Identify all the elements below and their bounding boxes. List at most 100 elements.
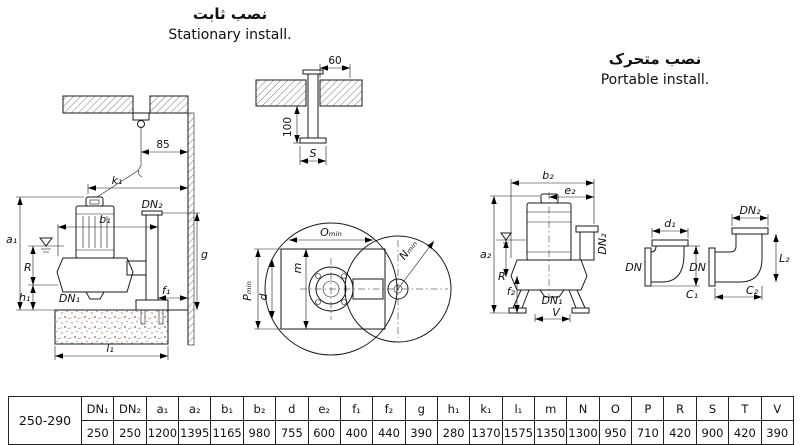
technical-drawing-canvas: 85 k₁ b₁ bbox=[6, 55, 790, 360]
concrete-floor bbox=[54, 309, 169, 345]
dim-label-k1: k₁ bbox=[112, 174, 123, 187]
dim-label-m: m bbox=[291, 263, 304, 274]
dim-label-c1: C₁ bbox=[686, 288, 698, 301]
pit-rectangle bbox=[280, 248, 386, 330]
slab-section-left bbox=[255, 79, 307, 107]
anchor-bracket bbox=[299, 69, 327, 144]
pump-top-view bbox=[300, 240, 448, 338]
col-header-n: N bbox=[566, 396, 600, 421]
elbow-fitting-1: d₁ DN C₁ bbox=[625, 217, 700, 301]
portable-install-diagram: b₂ e₂ DN₂ DN₁ V bbox=[480, 169, 609, 322]
stationary-title-block: نصب ثابت Stationary install. bbox=[150, 5, 310, 43]
value-f2: 440 bbox=[372, 420, 406, 445]
col-header-d: d bbox=[275, 396, 309, 421]
value-a1: 1200 bbox=[145, 420, 180, 445]
dim-label-r1: R bbox=[24, 261, 32, 274]
table-header-row: 250-290 DN₁ DN₂ a₁ a₂ b₁ b₂ d e₂ f₁ f₂ g… bbox=[8, 396, 795, 445]
value-dn1: 250 bbox=[80, 420, 115, 445]
dim-label-60: 60 bbox=[328, 55, 341, 67]
value-o: 950 bbox=[598, 420, 633, 445]
col-header-dn2: DN₂ bbox=[113, 396, 147, 421]
portable-title-block: نصب متحرک Portable install. bbox=[575, 50, 735, 88]
value-k1: 1370 bbox=[469, 420, 503, 445]
dim-label-h1: h₁ bbox=[19, 291, 30, 304]
slab-left bbox=[62, 95, 134, 114]
dim-label-dn2-portable: DN₂ bbox=[596, 233, 609, 255]
col-header-h1: h₁ bbox=[436, 396, 471, 421]
col-header-f1: f₁ bbox=[339, 396, 374, 421]
col-header-o: O bbox=[598, 396, 633, 421]
discharge-pipe-portable bbox=[579, 231, 595, 261]
col-header-p: P bbox=[631, 396, 665, 421]
value-e2: 600 bbox=[307, 420, 341, 445]
value-s: 900 bbox=[695, 420, 730, 445]
value-h1: 280 bbox=[436, 420, 471, 445]
dim-label-r2: R bbox=[498, 270, 506, 283]
pump-suction bbox=[85, 291, 105, 300]
dim-label-a2: a₂ bbox=[480, 248, 492, 261]
pump-suction-portable bbox=[539, 289, 565, 298]
col-header-f2: f₂ bbox=[372, 396, 406, 421]
value-p: 710 bbox=[631, 420, 665, 445]
col-header-k1: k₁ bbox=[469, 396, 503, 421]
slab-section-right bbox=[319, 79, 363, 107]
value-dn2: 250 bbox=[113, 420, 147, 445]
dim-label-f2: f₂ bbox=[507, 285, 516, 298]
table-value-row: 250 250 1200 1395 1165 980 755 600 400 4… bbox=[9, 420, 795, 445]
dim-label-b2: b₂ bbox=[542, 169, 554, 182]
value-b2: 980 bbox=[242, 420, 277, 445]
value-v: 390 bbox=[760, 420, 795, 445]
value-f1: 400 bbox=[339, 420, 374, 445]
pump-portable bbox=[508, 193, 599, 314]
pump-volute bbox=[56, 257, 134, 293]
dim-label-85: 85 bbox=[156, 139, 169, 151]
dim-label-n-min: Nₘᵢₙ bbox=[397, 237, 420, 262]
dim-label-l1: l₁ bbox=[106, 342, 113, 355]
col-header-g: g bbox=[404, 396, 438, 421]
dim-label-d: d bbox=[257, 292, 270, 300]
hoist-hook bbox=[96, 112, 150, 198]
dim-label-d1: d₁ bbox=[664, 217, 675, 230]
stationary-title-farsi: نصب ثابت bbox=[192, 5, 268, 23]
portable-title-english: Portable install. bbox=[600, 72, 710, 88]
value-t: 420 bbox=[728, 420, 762, 445]
col-header-s: S bbox=[695, 396, 730, 421]
pump-handle bbox=[85, 196, 104, 207]
dim-label-dn-elbow2: DN bbox=[689, 261, 706, 274]
col-header-t: T bbox=[728, 396, 762, 421]
col-header-b1: b₁ bbox=[210, 396, 244, 421]
stationary-install-diagram: 85 k₁ b₁ bbox=[6, 95, 208, 360]
value-d: 755 bbox=[275, 420, 309, 445]
dim-label-c2: C₂ bbox=[746, 284, 759, 297]
model-cell: 250-290 bbox=[8, 396, 82, 445]
dim-label-a1: a₁ bbox=[6, 233, 17, 246]
dimension-table: 250-290 DN₁ DN₂ a₁ a₂ b₁ b₂ d e₂ f₁ f₂ g… bbox=[8, 396, 795, 445]
dim-label-e2: e₂ bbox=[564, 184, 576, 197]
dim-label-b1: b₁ bbox=[99, 213, 110, 226]
col-header-e2: e₂ bbox=[307, 396, 341, 421]
value-n: 1300 bbox=[566, 420, 600, 445]
dim-label-p-min: Pₘᵢₙ bbox=[241, 281, 254, 301]
dim-label-o-min: Oₘᵢₙ bbox=[320, 226, 342, 239]
stationary-title-english: Stationary install. bbox=[168, 27, 292, 43]
col-header-a1: a₁ bbox=[145, 396, 180, 421]
value-m: 1350 bbox=[534, 420, 568, 445]
dim-label-dn1-portable: DN₁ bbox=[541, 294, 562, 307]
col-header-v: V bbox=[760, 396, 795, 421]
dim-label-s: S bbox=[310, 147, 317, 160]
value-l1: 1575 bbox=[501, 420, 536, 445]
slab-right bbox=[149, 95, 189, 114]
dim-label-dn1-stationary: DN₁ bbox=[59, 292, 80, 305]
dim-label-f1: f₁ bbox=[162, 284, 170, 297]
col-header-b2: b₂ bbox=[242, 396, 277, 421]
portable-title-farsi: نصب متحرک bbox=[608, 50, 702, 68]
water-level-icon bbox=[28, 237, 64, 253]
dim-label-g: g bbox=[201, 248, 208, 261]
discharge-pipe-assembly bbox=[126, 210, 169, 325]
pump-stationary bbox=[56, 196, 134, 300]
col-header-r: R bbox=[663, 396, 697, 421]
dim-label-l2: L₂ bbox=[779, 252, 790, 265]
dim-label-dn2-stationary: DN₂ bbox=[141, 198, 163, 211]
value-b1: 1165 bbox=[210, 420, 244, 445]
elbow-fitting-2: DN₂ DN L₂ C₂ bbox=[689, 204, 790, 300]
